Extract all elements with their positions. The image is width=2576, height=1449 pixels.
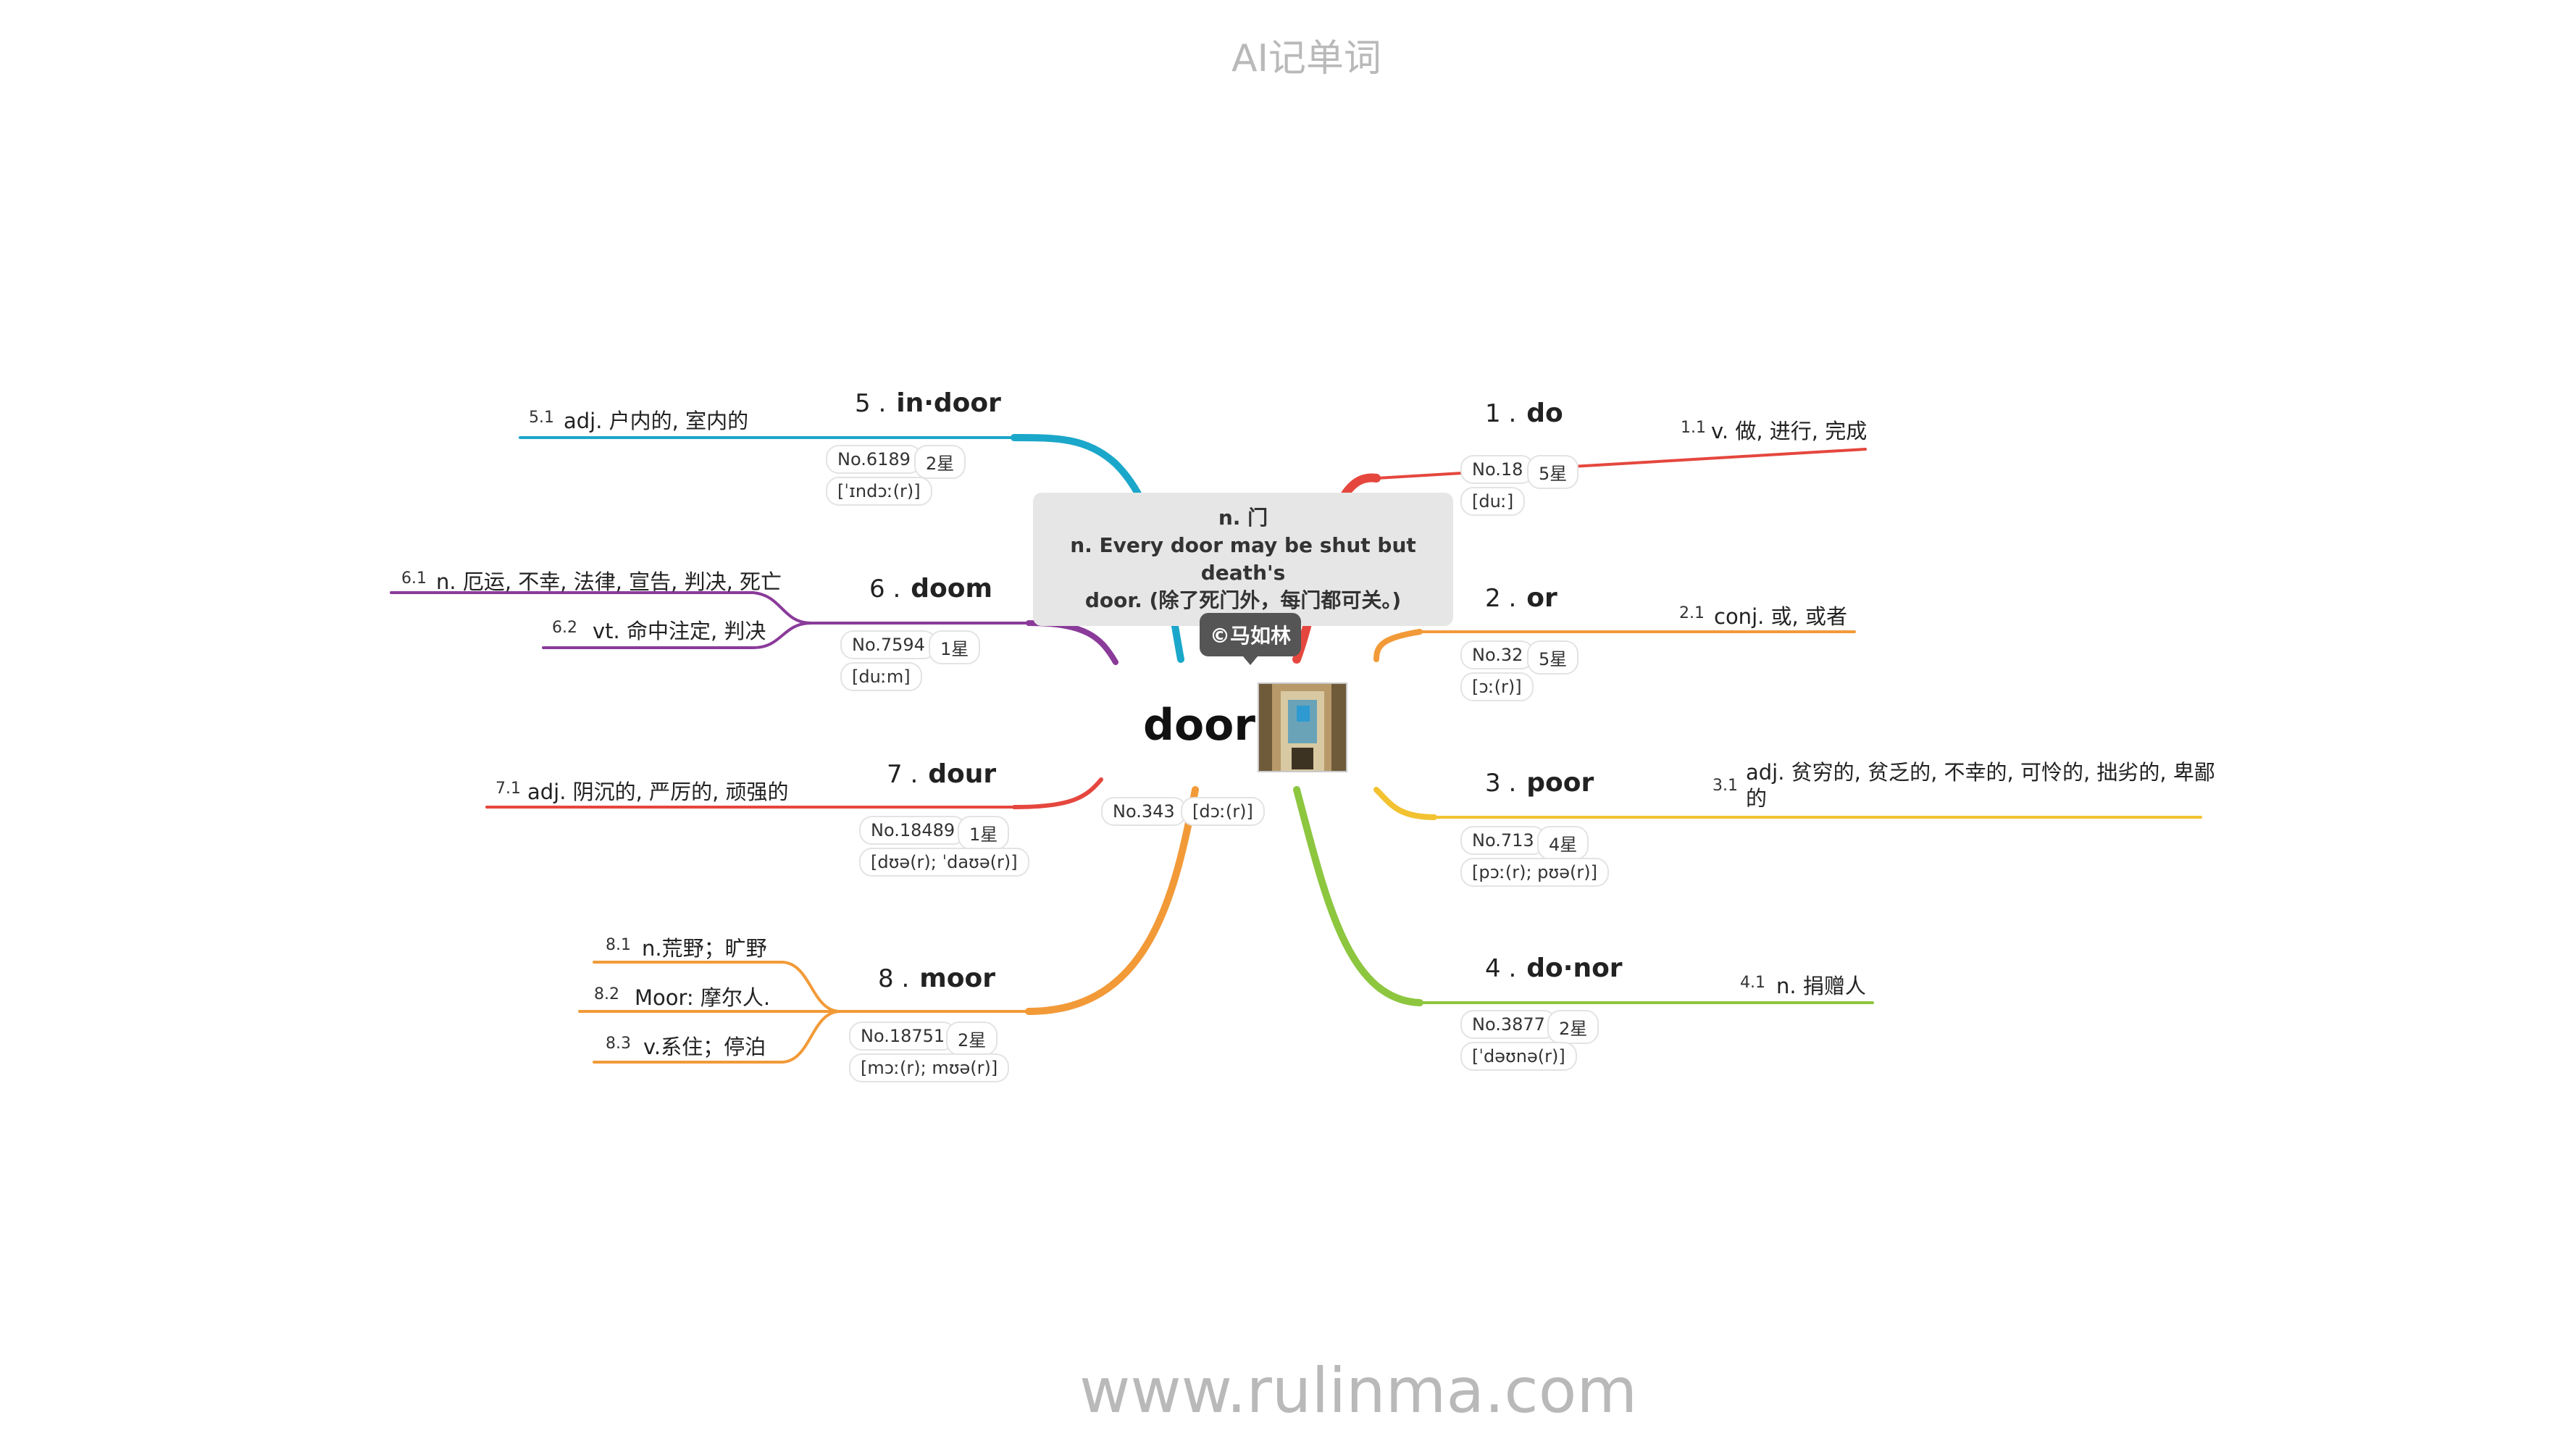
note-line-2: n. Every door may be shut but death's	[1070, 533, 1416, 585]
branch-number: 7 .	[887, 760, 919, 789]
phonetic-badge: [ˈdəʊnə(r)]	[1460, 1042, 1577, 1071]
def-text: n. 厄运, 不幸, 法律, 宣告, 判决, 死亡	[436, 569, 782, 594]
rank-badge: No.32	[1460, 640, 1535, 669]
star-badge: 4星	[1537, 826, 1589, 860]
star-badge: 1星	[929, 630, 981, 664]
def-text: n. 捐赠人	[1776, 974, 1866, 998]
def-text: v. 做, 进行, 完成	[1711, 419, 1868, 443]
center-note: n. 门 n. Every door may be shut but death…	[1033, 493, 1453, 626]
def-text: v.系住；停泊	[643, 1035, 766, 1059]
rank-badge: No.18751	[849, 1022, 957, 1051]
branch-word-moor[interactable]: 8 .moor	[878, 964, 995, 993]
star-badge: 2星	[1547, 1010, 1599, 1044]
rank-badge: No.18	[1460, 455, 1535, 484]
author-tag: ©马如林	[1200, 613, 1302, 665]
branch-word-indoor[interactable]: 5 .in·door	[855, 388, 1001, 418]
star-badge: 5星	[1527, 640, 1579, 675]
center-phonetic-badge: [dɔː(r)]	[1181, 797, 1265, 826]
star-badge: 1星	[958, 816, 1010, 850]
def-number: 5.1	[529, 409, 554, 427]
branch-number: 8 .	[878, 964, 910, 993]
star-badge: 2星	[914, 445, 966, 479]
def-number: 4.1	[1740, 974, 1765, 992]
note-line-1: n. 门	[1218, 506, 1268, 530]
def-number: 7.1	[495, 780, 521, 798]
phonetic-badge: [mɔː(r); mʊə(r)]	[849, 1053, 1010, 1082]
phonetic-badge: [ɔː(r)]	[1460, 672, 1534, 701]
center-rank-badge: No.343	[1101, 797, 1187, 826]
branch-word-poor[interactable]: 3 .poor	[1485, 768, 1594, 798]
connector-dour	[1012, 777, 1103, 809]
def-text-line-2: 的	[1746, 786, 1768, 811]
rank-badge: No.18489	[859, 816, 967, 845]
phonetic-badge: [duːm]	[840, 662, 922, 691]
rank-badge: No.7594	[840, 630, 937, 659]
star-badge: 2星	[946, 1022, 998, 1056]
branch-word-do[interactable]: 1 .do	[1485, 398, 1563, 428]
phonetic-badge: [dʊə(r); ˈdaʊə(r)]	[859, 848, 1029, 877]
connector-moor	[1025, 786, 1199, 1015]
def-text: Moor: 摩尔人.	[635, 985, 771, 1010]
phonetic-badge: [duː]	[1460, 487, 1526, 516]
def-number: 2.1	[1679, 604, 1705, 622]
branch-number: 1 .	[1485, 399, 1517, 428]
rank-badge: No.713	[1460, 826, 1546, 855]
connector-doom	[1026, 620, 1118, 665]
star-badge: 5星	[1527, 455, 1579, 489]
def-number: 1.1	[1681, 419, 1706, 437]
center-word[interactable]: door	[1143, 700, 1255, 751]
rank-badge: No.6189	[826, 445, 922, 474]
phonetic-badge: [pɔː(r); pʊə(r)]	[1460, 858, 1609, 887]
branch-number: 5 .	[855, 389, 887, 418]
branch-word-dour[interactable]: 7 .dour	[887, 759, 997, 789]
phonetic-badge: [ˈɪndɔː(r)]	[826, 477, 932, 506]
connector-or	[1373, 629, 1423, 662]
note-line-3: door. (除了死门外，每门都可关。)	[1084, 588, 1402, 612]
def-text: n.荒野；旷野	[642, 936, 767, 961]
def-number: 6.1	[401, 569, 427, 588]
connector-donor	[1293, 786, 1423, 1006]
def-number: 8.1	[606, 936, 631, 954]
branch-word-donor[interactable]: 4 .do·nor	[1485, 953, 1623, 983]
underline-do	[1375, 448, 1867, 480]
def-number: 6.2	[552, 619, 577, 637]
def-text: adj. 贫穷的, 贫乏的, 不幸的, 可怜的, 拙劣的, 卑鄙 的	[1746, 759, 2215, 811]
def-number: 3.1	[1713, 777, 1738, 795]
branch-number: 4 .	[1485, 954, 1517, 983]
def-text: adj. 阴沉的, 严厉的, 顽强的	[527, 780, 789, 804]
branch-word-doom[interactable]: 6 .doom	[869, 574, 993, 604]
rank-badge: No.3877	[1460, 1010, 1557, 1039]
footer-url[interactable]: www.rulinma.com	[1079, 1355, 1638, 1427]
connector-poor	[1373, 787, 1437, 820]
def-text: vt. 命中注定, 判决	[593, 619, 766, 643]
def-number: 8.3	[606, 1035, 631, 1053]
def-number: 8.2	[594, 985, 619, 1003]
branch-number: 2 .	[1485, 584, 1517, 613]
def-text: adj. 户内的, 室内的	[564, 409, 749, 433]
page-title: AI记单词	[1231, 37, 1381, 80]
door-photo	[1258, 682, 1347, 772]
def-text-line-1: adj. 贫穷的, 贫乏的, 不幸的, 可怜的, 拙劣的, 卑鄙	[1746, 760, 2215, 785]
underline-doom-2	[542, 622, 813, 649]
def-text: conj. 或, 或者	[1714, 604, 1847, 629]
underline-moor-3	[593, 1010, 842, 1064]
branch-word-or[interactable]: 2 .or	[1485, 583, 1557, 613]
branch-number: 3 .	[1485, 769, 1517, 798]
branch-number: 6 .	[869, 575, 901, 604]
